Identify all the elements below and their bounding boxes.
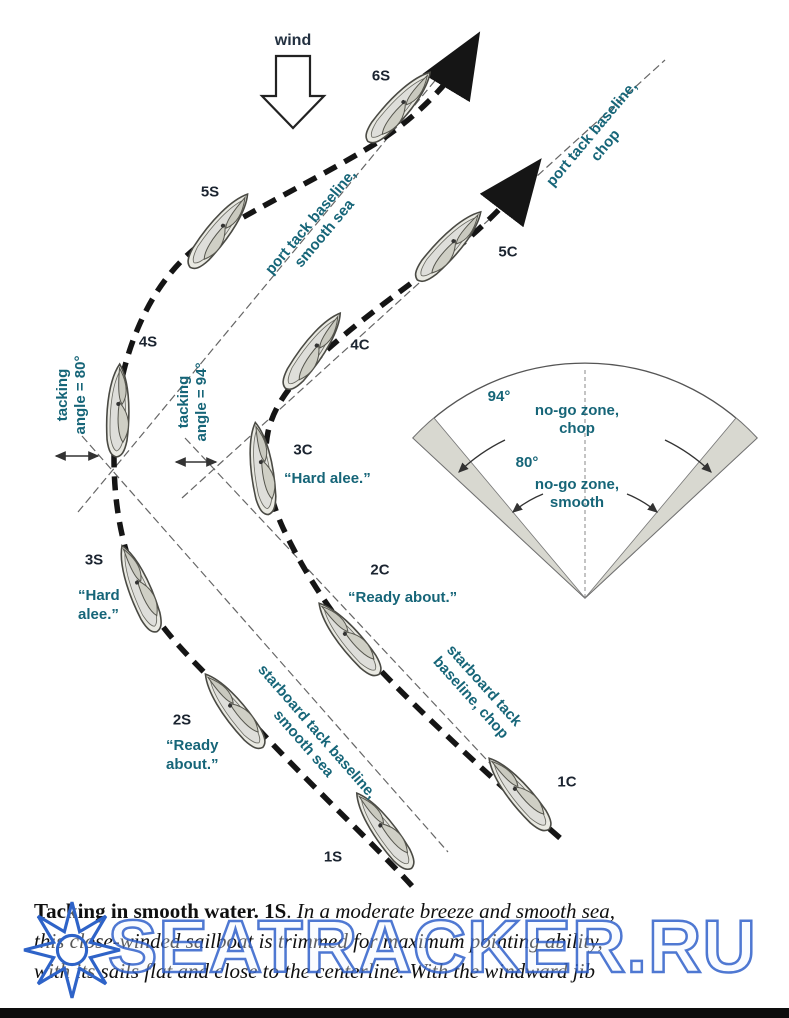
- label-line: tacking: [175, 375, 192, 429]
- wind-arrow: [259, 54, 327, 130]
- label-tacking-angle-smooth: tacking angle = 80°: [54, 356, 90, 435]
- no-go-zone-fan: [412, 362, 758, 599]
- arc-94-left: [458, 439, 506, 473]
- boat-label-5s: 5S: [200, 183, 220, 201]
- callout-hard-alee-smooth: “Hard alee.”: [78, 586, 120, 624]
- label-line: smooth: [549, 494, 605, 511]
- caption-line3: with its sails flat and close to the cen…: [34, 959, 595, 983]
- callout-line: “Ready: [166, 737, 219, 754]
- label-line: no-go zone,: [534, 476, 620, 493]
- page-edge-bar: [0, 1008, 789, 1018]
- sailboat-1c: [479, 750, 559, 838]
- boat-label-4c: 4C: [350, 336, 370, 354]
- label-line: angle = 80°: [72, 355, 89, 435]
- label-line: no-go zone,: [534, 402, 620, 419]
- callout-line: “Hard: [78, 587, 120, 604]
- sailboat-3c: [243, 420, 280, 517]
- arc-80-left: [512, 493, 544, 513]
- boat-label-2c: 2C: [370, 561, 390, 579]
- label-line: chop: [559, 420, 595, 437]
- sailboat-4c: [275, 305, 350, 396]
- callout-hard-alee-chop: “Hard alee.”: [284, 470, 371, 487]
- boat-label-1c: 1C: [557, 773, 577, 791]
- caption-separator: .: [286, 899, 297, 923]
- label-line: tacking: [54, 368, 71, 422]
- fan-wedge-94: [412, 362, 758, 599]
- boat-label-2s: 2S: [172, 711, 192, 729]
- arc-94-right: [664, 439, 712, 473]
- arc-80-right: [626, 493, 658, 513]
- label-line: angle = 94°: [193, 362, 210, 442]
- track-chop: [262, 158, 562, 841]
- caption-line1: In a moderate breeze and smooth sea,: [296, 899, 616, 923]
- caption-line2: this close-winded sailboat is trimmed fo…: [34, 929, 603, 953]
- watermark-logo-icon: [23, 901, 121, 999]
- angle-arrows: [54, 451, 218, 467]
- port-tack-baseline-smooth: [77, 47, 463, 513]
- boat-label-3s: 3S: [84, 551, 104, 569]
- caption: Tacking in smooth water. 1S. In a modera…: [34, 896, 758, 986]
- starboard-tack-baseline-smooth: [81, 435, 449, 853]
- boat-label-4s: 4S: [138, 333, 158, 351]
- fan-shade-right: [584, 417, 758, 599]
- boat-label-5c: 5C: [498, 243, 518, 261]
- boat-label-1s: 1S: [323, 848, 343, 866]
- label-tacking-angle-chop: tacking angle = 94°: [175, 363, 211, 442]
- label-nogo-zone-smooth: no-go zone, smooth: [535, 476, 619, 512]
- sailboat-2c: [309, 595, 389, 683]
- label-nogo-zone-chop: no-go zone, chop: [535, 402, 619, 438]
- boat-label-3c: 3C: [293, 441, 313, 459]
- sailboat-4s: [104, 362, 132, 459]
- label-nogo-angle-chop: 94°: [487, 388, 511, 405]
- boat-label-6s: 6S: [371, 67, 391, 85]
- sailboat-3s: [111, 540, 168, 637]
- callout-ready-about-chop: “Ready about.”: [348, 589, 458, 606]
- callout-line: about.”: [166, 756, 219, 773]
- sailboat-5c: [408, 203, 490, 289]
- wind-label: wind: [274, 32, 312, 49]
- callout-ready-about-smooth: “Ready about.”: [166, 736, 219, 774]
- label-nogo-angle-smooth: 80°: [515, 454, 539, 471]
- fan-shade-left: [412, 417, 586, 599]
- callout-line: alee.”: [78, 606, 119, 623]
